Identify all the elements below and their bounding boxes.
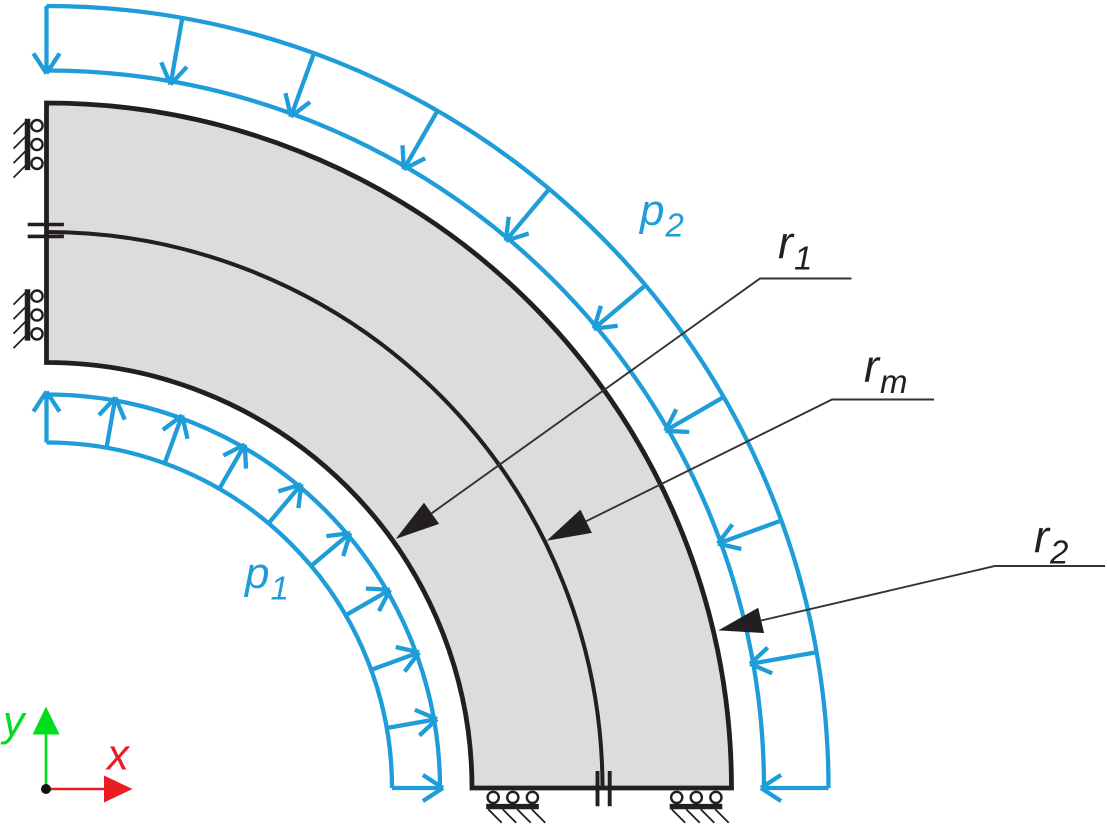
svg-text:r2: r2	[1034, 511, 1068, 570]
svg-text:x: x	[105, 731, 131, 780]
svg-text:y: y	[0, 698, 27, 746]
svg-text:p1: p1	[243, 549, 289, 607]
